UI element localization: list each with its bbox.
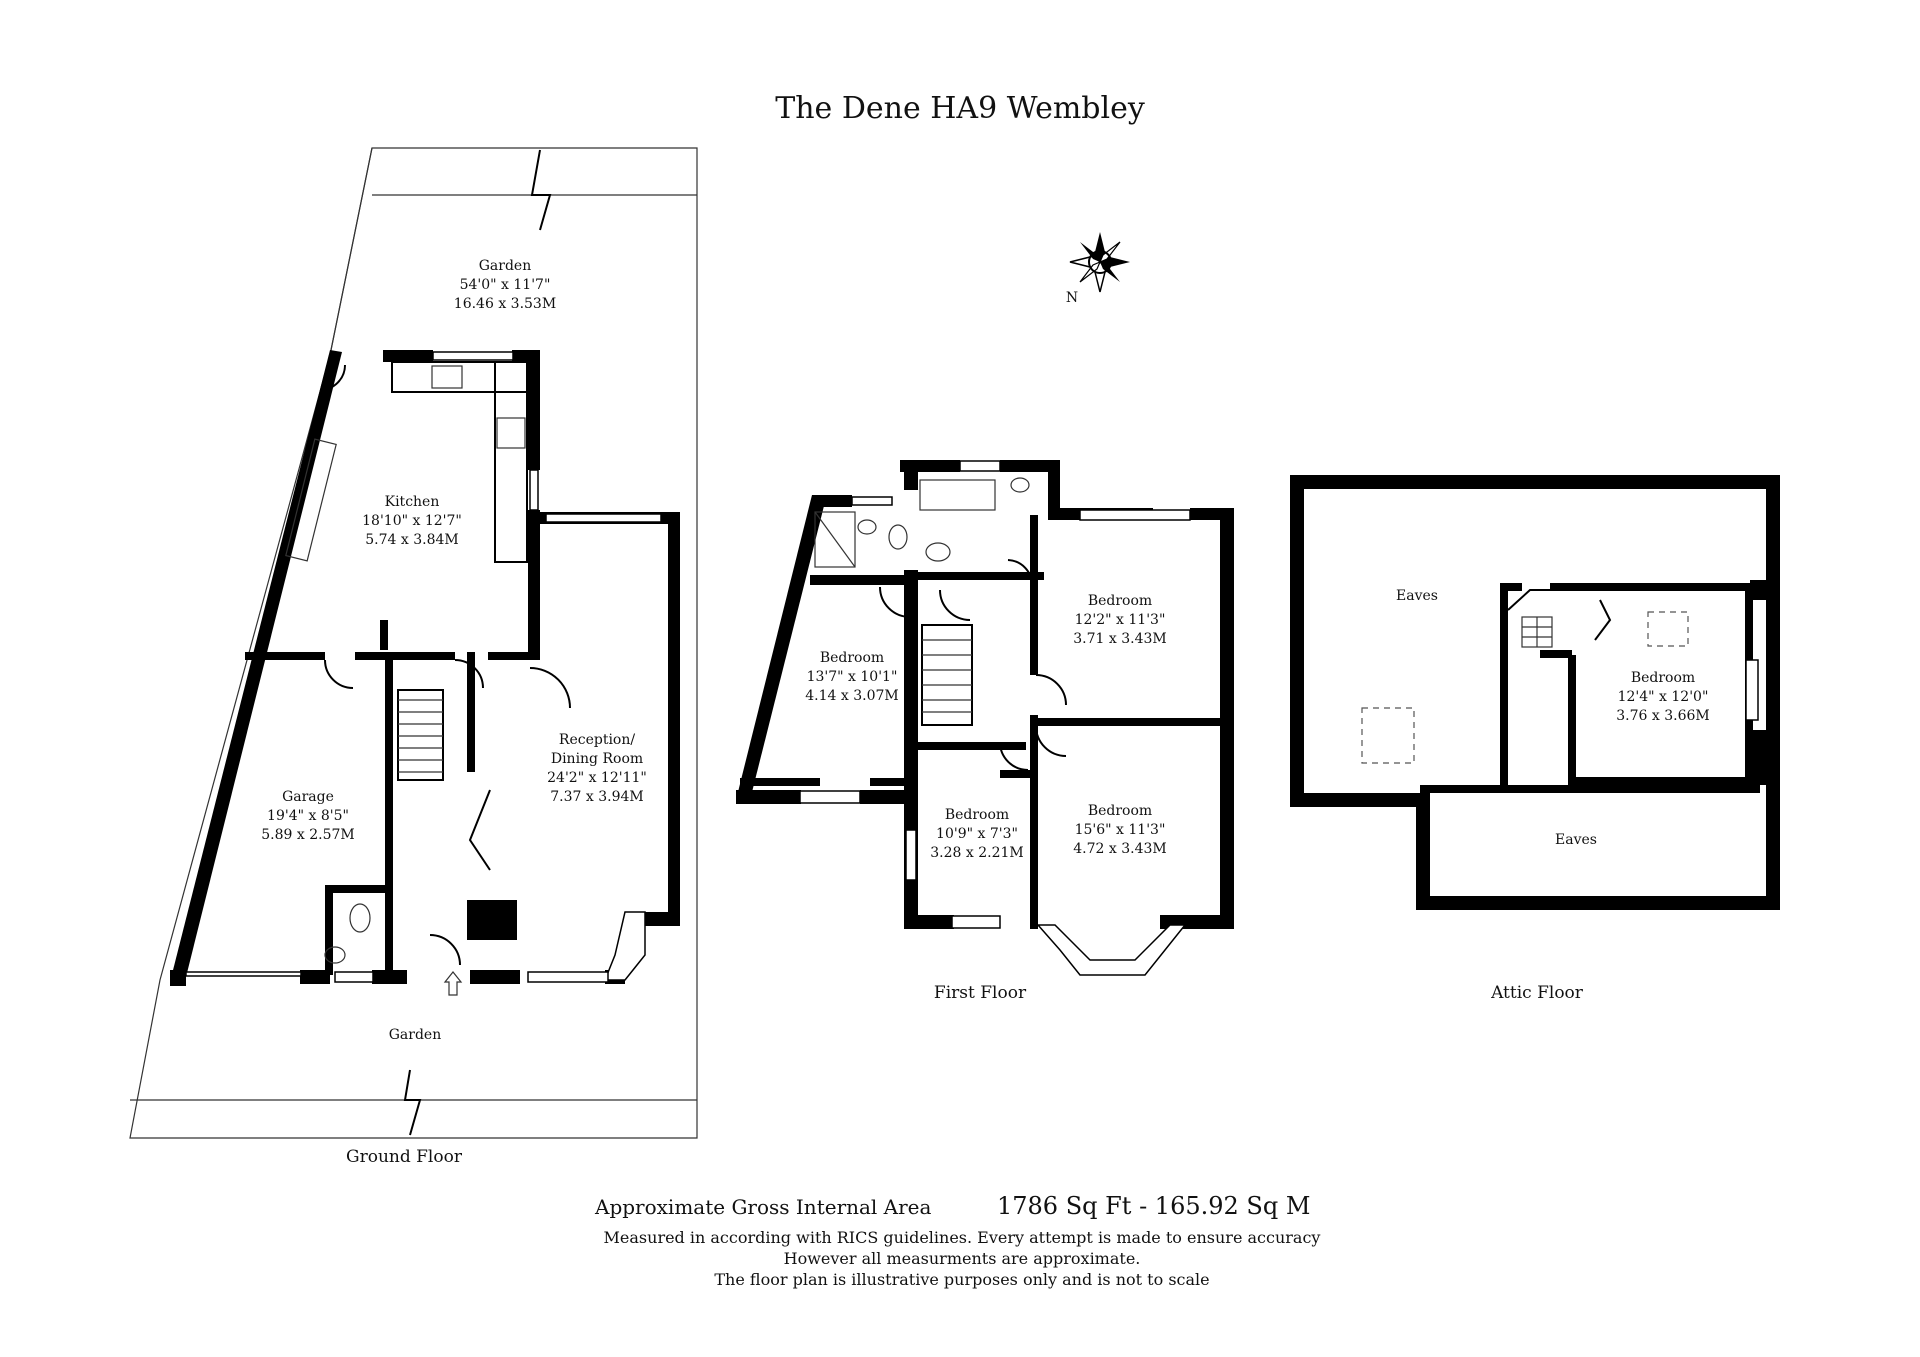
- reception-metric: 7.37 x 3.94M: [550, 789, 643, 805]
- attic-floor-plan: Eaves Bedroom 12'4" x 12'0" 3.76 x 3.66M…: [1290, 475, 1780, 1003]
- compass-rose-icon: [1069, 232, 1130, 293]
- first-bedroom-front-right-imperial: 15'6" x 11'3": [1075, 822, 1166, 838]
- plan-title: The Dene HA9 Wembley: [775, 91, 1145, 126]
- disclaimer-line-1: Measured in according with RICS guidelin…: [604, 1228, 1321, 1247]
- disclaimer-line-3: The floor plan is illustrative purposes …: [714, 1270, 1209, 1289]
- attic-eaves-bottom-name: Eaves: [1555, 832, 1597, 848]
- first-bedroom-small-name: Bedroom: [945, 807, 1009, 823]
- garage-name: Garage: [282, 789, 334, 805]
- first-floor-label: First Floor: [934, 983, 1027, 1003]
- garden-rear-name: Garden: [479, 258, 532, 274]
- garden-rear-imperial: 54'0" x 11'7": [460, 277, 551, 293]
- first-bedroom-rear-right-name: Bedroom: [1088, 593, 1152, 609]
- first-bedroom-small-imperial: 10'9" x 7'3": [936, 826, 1018, 842]
- garage-metric: 5.89 x 2.57M: [261, 827, 354, 843]
- garden-rear-metric: 16.46 x 3.53M: [454, 296, 556, 312]
- first-bedroom-left-name: Bedroom: [820, 650, 884, 666]
- first-bedroom-front-right-metric: 4.72 x 3.43M: [1073, 841, 1166, 857]
- attic-eaves-top-name: Eaves: [1396, 588, 1438, 604]
- first-bedroom-left-metric: 4.14 x 3.07M: [805, 688, 898, 704]
- attic-bedroom-imperial: 12'4" x 12'0": [1618, 689, 1709, 705]
- reception-imperial: 24'2" x 12'11": [547, 770, 647, 786]
- reception-name-line1: Reception/: [559, 732, 635, 748]
- disclaimer-line-2: However all measurments are approximate.: [784, 1249, 1141, 1268]
- attic-bedroom-metric: 3.76 x 3.66M: [1616, 708, 1709, 724]
- first-bedroom-front-right-name: Bedroom: [1088, 803, 1152, 819]
- attic-floor-label: Attic Floor: [1490, 983, 1584, 1003]
- kitchen-name: Kitchen: [385, 494, 440, 510]
- first-bedroom-rear-right-metric: 3.71 x 3.43M: [1073, 631, 1166, 647]
- entrance-arrow-icon: [443, 971, 463, 996]
- compass-north-label: N: [1066, 290, 1078, 306]
- first-bedroom-rear-right-imperial: 12'2" x 11'3": [1075, 612, 1166, 628]
- ground-floor-label: Ground Floor: [346, 1147, 463, 1167]
- attic-bedroom-name: Bedroom: [1631, 670, 1695, 686]
- garage-imperial: 19'4" x 8'5": [267, 808, 349, 824]
- kitchen-metric: 5.74 x 3.84M: [365, 532, 458, 548]
- first-bedroom-small-metric: 3.28 x 2.21M: [930, 845, 1023, 861]
- reception-name-line2: Dining Room: [551, 751, 643, 767]
- ground-floor-plan: Garden 54'0" x 11'7" 16.46 x 3.53M Kitch…: [129, 147, 698, 1167]
- area-value: 1786 Sq Ft - 165.92 Sq M: [997, 1192, 1310, 1220]
- kitchen-imperial: 18'10" x 12'7": [362, 513, 462, 529]
- area-label: Approximate Gross Internal Area: [594, 1195, 932, 1219]
- first-floor-plan: Bedroom 13'7" x 10'1" 4.14 x 3.07M Bedro…: [736, 460, 1234, 1003]
- garden-front-name: Garden: [389, 1027, 442, 1043]
- first-bedroom-left-imperial: 13'7" x 10'1": [807, 669, 898, 685]
